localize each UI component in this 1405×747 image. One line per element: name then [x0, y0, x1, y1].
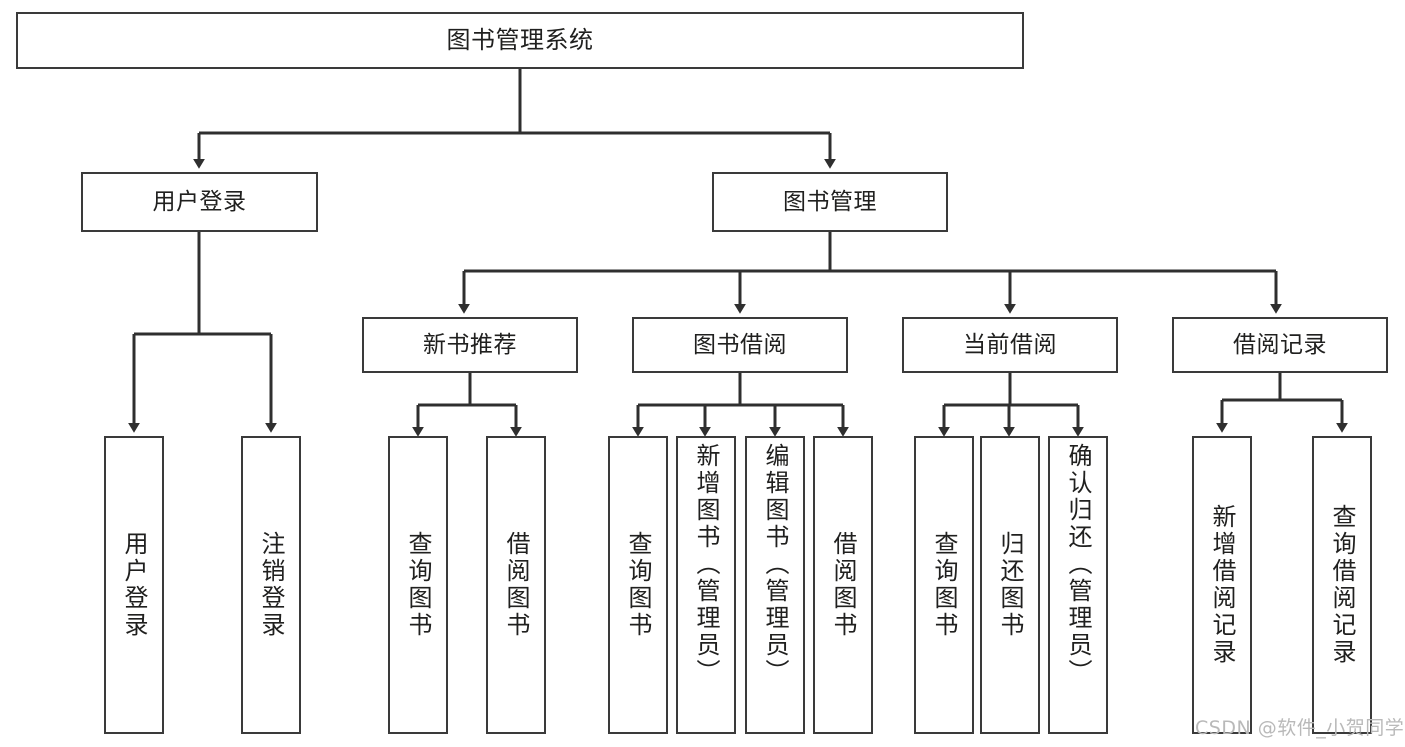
watermark-text: CSDN @软件_小贺同学 — [1195, 717, 1405, 739]
node-label: 图书管理 — [783, 188, 877, 215]
node-new-book-recommend[interactable]: 新书推荐 — [362, 317, 578, 373]
node-leaf-add-book-admin[interactable]: 新增图书（管理员） — [676, 436, 736, 734]
node-label: 借阅图书 — [829, 531, 857, 639]
node-label: 图书借阅 — [693, 331, 787, 358]
node-current-borrow[interactable]: 当前借阅 — [902, 317, 1118, 373]
node-label: 用户登录 — [120, 531, 148, 639]
node-leaf-query-borrow-record[interactable]: 查询借阅记录 — [1312, 436, 1372, 734]
node-label: 图书管理系统 — [446, 25, 594, 54]
node-label: 借阅记录 — [1233, 331, 1327, 358]
node-root-book-management-system[interactable]: 图书管理系统 — [16, 12, 1024, 69]
node-leaf-user-login[interactable]: 用户登录 — [104, 436, 164, 734]
node-leaf-return-book[interactable]: 归还图书 — [980, 436, 1040, 734]
node-label: 编辑图书（管理员） — [761, 443, 789, 686]
node-book-borrow[interactable]: 图书借阅 — [632, 317, 848, 373]
node-leaf-logout-login[interactable]: 注销登录 — [241, 436, 301, 734]
node-label: 归还图书 — [996, 531, 1024, 639]
node-borrow-record[interactable]: 借阅记录 — [1172, 317, 1388, 373]
node-label: 查询借阅记录 — [1328, 504, 1356, 666]
node-label: 当前借阅 — [963, 331, 1057, 358]
node-leaf-borrow-book-recommend[interactable]: 借阅图书 — [486, 436, 546, 734]
node-user-login[interactable]: 用户登录 — [81, 172, 318, 232]
node-label: 借阅图书 — [502, 531, 530, 639]
node-book-manage[interactable]: 图书管理 — [712, 172, 948, 232]
node-leaf-query-book-recommend[interactable]: 查询图书 — [388, 436, 448, 734]
node-leaf-confirm-return-admin[interactable]: 确认归还（管理员） — [1048, 436, 1108, 734]
node-label: 新增借阅记录 — [1208, 504, 1236, 666]
node-label: 新书推荐 — [423, 331, 517, 358]
node-label: 确认归还（管理员） — [1064, 443, 1092, 686]
node-label: 新增图书（管理员） — [692, 443, 720, 686]
node-leaf-query-book-current[interactable]: 查询图书 — [914, 436, 974, 734]
node-label: 查询图书 — [624, 531, 652, 639]
node-label: 查询图书 — [404, 531, 432, 639]
node-leaf-edit-book-admin[interactable]: 编辑图书（管理员） — [745, 436, 805, 734]
node-label: 查询图书 — [930, 531, 958, 639]
node-leaf-borrow-book-borrow[interactable]: 借阅图书 — [813, 436, 873, 734]
node-label: 注销登录 — [257, 531, 285, 639]
node-label: 用户登录 — [152, 188, 247, 215]
node-leaf-add-borrow-record[interactable]: 新增借阅记录 — [1192, 436, 1252, 734]
node-leaf-query-book-borrow[interactable]: 查询图书 — [608, 436, 668, 734]
